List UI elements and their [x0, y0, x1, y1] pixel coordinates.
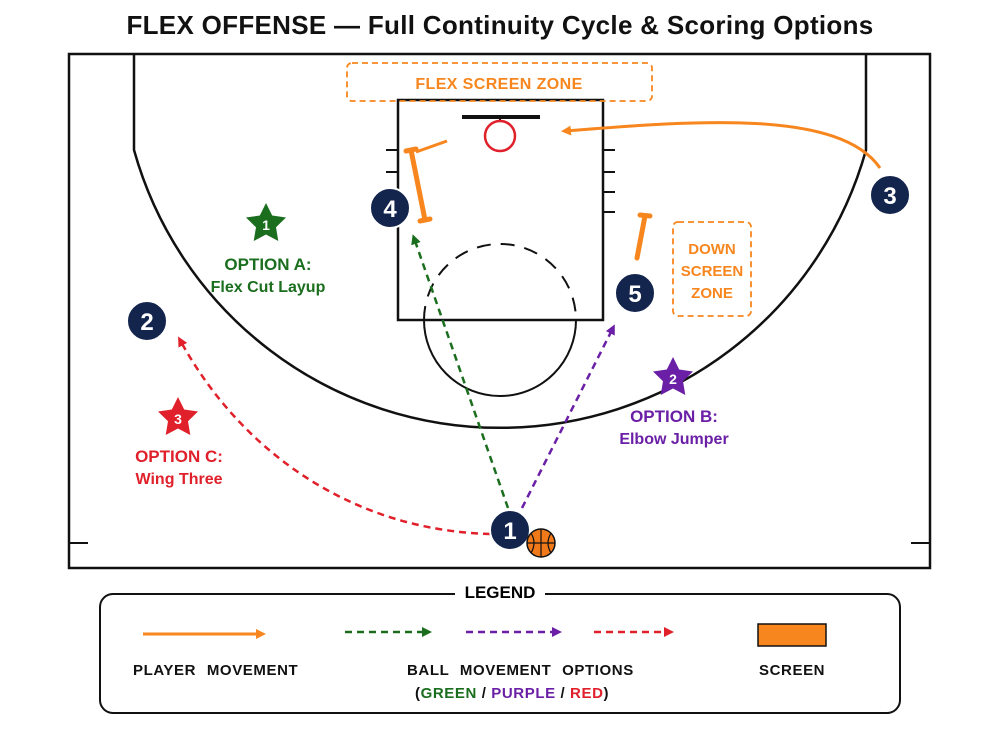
option-a-star-icon: 1	[246, 203, 286, 241]
legend-player-movement-label: PLAYER MOVEMENT	[133, 662, 299, 679]
flex-screen-zone	[346, 62, 653, 102]
basketball-icon	[526, 528, 556, 558]
three-point-line	[132, 54, 868, 429]
court-boundary	[67, 52, 932, 570]
option-b-title: OPTION B:	[630, 407, 718, 426]
option-b-pass-arrow	[520, 324, 615, 509]
legend-title-text: LEGEND	[454, 583, 546, 602]
option-c-star-icon: 3	[158, 397, 198, 435]
legend-red-label: RED	[570, 685, 604, 702]
svg-text:4: 4	[383, 196, 397, 223]
svg-text:3: 3	[883, 183, 896, 210]
player-1: 1	[489, 509, 531, 551]
svg-text:3: 3	[174, 411, 182, 427]
down-screen-marker	[634, 212, 653, 261]
option-b-star-icon: 2	[653, 357, 693, 395]
player-4: 4	[369, 187, 411, 229]
option-a-title: OPTION A:	[224, 255, 311, 274]
flex-screen-connector	[415, 139, 448, 154]
option-c-desc: Wing Three	[136, 471, 223, 488]
option-a-desc: Flex Cut Layup	[211, 279, 326, 296]
legend-title: LEGEND	[0, 583, 1000, 603]
down-screen-zone-line3: ZONE	[691, 285, 733, 302]
legend-purple-label: PURPLE	[491, 685, 556, 702]
legend-screen-swatch	[757, 623, 827, 647]
player3-movement-arrow	[561, 121, 882, 169]
down-screen-zone	[672, 221, 752, 317]
option-a-pass-arrow	[411, 234, 510, 509]
rim	[483, 119, 517, 153]
legend-slash-1: /	[476, 685, 492, 702]
player-5: 5	[614, 272, 656, 314]
player-2: 2	[126, 300, 168, 342]
option-c-pass-arrow	[178, 336, 491, 536]
free-throw-circle-top	[423, 243, 577, 321]
legend-green-label: GREEN	[420, 685, 477, 702]
svg-text:2: 2	[140, 309, 153, 336]
diagram-title: FLEX OFFENSE — Full Continuity Cycle & S…	[126, 10, 874, 40]
svg-text:1: 1	[503, 518, 516, 545]
flex-screen-zone-label: FLEX SCREEN ZONE	[415, 76, 582, 93]
legend-screen-label: SCREEN	[759, 662, 826, 679]
legend-ball-colors: (GREEN / PURPLE / RED)	[415, 685, 609, 702]
legend-slash-2: /	[555, 685, 571, 702]
legend-ball-movement-label: BALL MOVEMENT OPTIONS	[407, 662, 634, 679]
flex-screen-marker	[403, 146, 433, 224]
down-screen-zone-line2: SCREEN	[681, 263, 744, 280]
svg-text:1: 1	[262, 217, 270, 233]
legend-open-paren: (	[415, 685, 421, 702]
legend-close-paren: )	[603, 685, 610, 702]
option-b-desc: Elbow Jumper	[619, 431, 728, 448]
free-throw-circle-bottom	[423, 319, 577, 397]
down-screen-zone-line1: DOWN	[688, 241, 736, 258]
lane	[396, 98, 605, 322]
svg-text:2: 2	[669, 371, 677, 387]
option-c-title: OPTION C:	[135, 447, 223, 466]
player-3: 3	[869, 174, 911, 216]
svg-text:5: 5	[628, 281, 641, 308]
